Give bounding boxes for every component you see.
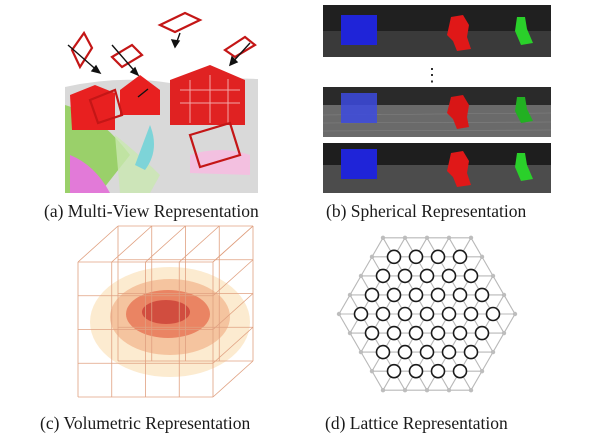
lattice-boundary-node (479, 368, 485, 374)
lattice-node (419, 306, 435, 322)
lattice-boundary-node (446, 235, 452, 240)
spherical-panel: ⋮ (323, 5, 551, 195)
lattice-boundary-node (358, 349, 364, 355)
lattice-node (375, 306, 391, 322)
lattice-node (441, 344, 457, 360)
lattice-boundary-node (336, 311, 342, 317)
magenta-points (70, 155, 110, 193)
lattice-node (408, 287, 424, 303)
lattice-node (430, 249, 446, 265)
lattice-node (386, 363, 402, 379)
car-blue (341, 93, 377, 123)
lattice-node (386, 325, 402, 341)
cyclist-green (515, 17, 533, 45)
lattice-node (386, 287, 402, 303)
lattice-node (463, 306, 479, 322)
cyclist-green (515, 97, 533, 123)
lattice-node (364, 325, 380, 341)
caption-multi-view: (a) Multi-View Representation (44, 201, 259, 221)
lattice-boundary-node (501, 292, 507, 298)
lattice-boundary-node (490, 273, 496, 279)
lattice-node (474, 325, 490, 341)
car-blue (341, 149, 377, 179)
lattice-boundary-node (380, 235, 386, 240)
caption-spherical: (b) Spherical Representation (326, 201, 527, 221)
lattice-node (474, 287, 490, 303)
camera-planes (70, 11, 257, 169)
lattice-node (408, 249, 424, 265)
lattice-boundary-node (358, 273, 364, 279)
lattice-node (386, 249, 402, 265)
lattice-panel (322, 222, 532, 407)
lattice-node (397, 268, 413, 284)
lattice-node (419, 268, 435, 284)
cyclist-green (515, 153, 533, 181)
lattice-boundary-node (369, 254, 375, 260)
cyan-points (135, 125, 154, 170)
lattice-node (441, 268, 457, 284)
lattice-node (353, 306, 369, 322)
lattice-node (441, 306, 457, 322)
lattice-node (430, 287, 446, 303)
lattice-node (408, 325, 424, 341)
lattice-boundary-node (512, 311, 518, 317)
lattice-boundary-node (424, 235, 430, 240)
lattice-boundary-node (446, 388, 452, 393)
lattice-boundary-node (468, 235, 474, 240)
lattice-boundary-node (424, 388, 430, 393)
car-blue (341, 15, 377, 45)
voxel-grid (77, 225, 254, 398)
voxel-density-core (142, 300, 190, 324)
volumetric-panel (70, 222, 260, 407)
lattice-boundary-node (468, 388, 474, 393)
lattice-node (419, 344, 435, 360)
lattice-node (463, 268, 479, 284)
lattice-boundary-node (369, 368, 375, 374)
multi-view-panel (60, 5, 260, 195)
caption-volumetric: (c) Volumetric Representation (40, 413, 251, 433)
lattice-boundary-node (402, 235, 408, 240)
lattice-node (452, 249, 468, 265)
lattice-node (452, 287, 468, 303)
lattice-boundary-node (347, 292, 353, 298)
lattice-node (452, 325, 468, 341)
lattice-node (364, 287, 380, 303)
lattice-node (452, 363, 468, 379)
pedestrian-red (447, 15, 471, 51)
lattice-boundary-node (501, 330, 507, 336)
lattice-node (463, 344, 479, 360)
caption-lattice: (d) Lattice Representation (325, 413, 508, 433)
pedestrian-red (447, 95, 469, 129)
lattice-boundary-node (479, 254, 485, 260)
house-right (170, 65, 245, 125)
lattice-boundary-node (380, 388, 386, 393)
lattice-boundary-node (402, 388, 408, 393)
view-arrows (67, 32, 251, 98)
lattice-node (485, 306, 501, 322)
lattice-node (430, 325, 446, 341)
lattice-node (375, 344, 391, 360)
lattice-node (397, 306, 413, 322)
lattice-boundary-node (347, 330, 353, 336)
pedestrian-red (447, 151, 471, 187)
lattice-boundary-node (490, 349, 496, 355)
lattice-node (375, 268, 391, 284)
lattice-node (408, 363, 424, 379)
lattice-node (397, 344, 413, 360)
ellipsis: ⋮ (423, 65, 441, 85)
lattice-node (430, 363, 446, 379)
